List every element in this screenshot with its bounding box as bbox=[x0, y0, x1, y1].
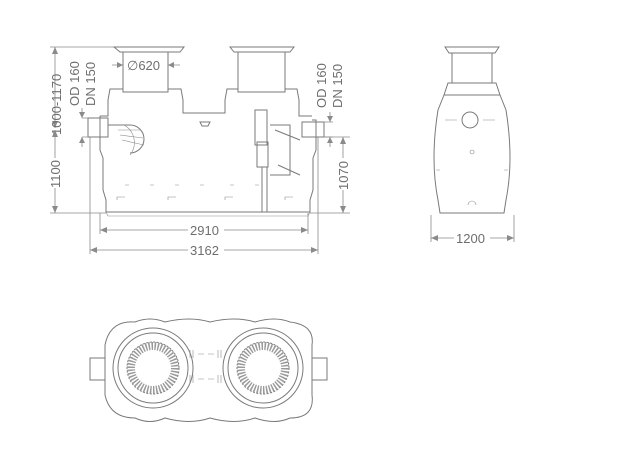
side-view: 1200 bbox=[430, 46, 515, 246]
label-inlet-dn: DN 150 bbox=[83, 62, 98, 106]
dim-cover-diameter: ∅620 bbox=[112, 58, 180, 73]
label-height-inlet: 1100 bbox=[48, 160, 63, 188]
tank-body bbox=[99, 116, 317, 213]
label-length-body: 2910 bbox=[190, 223, 219, 238]
front-view: 1000-1170 OD 160 DN 150 ∅620 OD 160 DN 1… bbox=[48, 46, 351, 258]
label-cover-diameter: ∅620 bbox=[127, 58, 160, 73]
dim-side-width: 1200 bbox=[430, 215, 515, 246]
manhole-cover-right bbox=[222, 327, 304, 409]
dim-inlet-pipe: OD 160 DN 150 bbox=[67, 61, 98, 147]
top-view bbox=[89, 318, 328, 422]
label-height-outlet: 1070 bbox=[336, 161, 351, 190]
manhole-right bbox=[195, 46, 312, 117]
manhole-cover-left bbox=[112, 327, 194, 409]
label-side-width: 1200 bbox=[456, 231, 485, 246]
dim-length-body: 2910 bbox=[99, 213, 309, 238]
dim-height-outlet: 1070 bbox=[310, 136, 351, 214]
label-outlet-od: OD 160 bbox=[314, 63, 329, 108]
inlet-pipe bbox=[87, 117, 109, 138]
dim-length-total: 3162 bbox=[89, 137, 319, 258]
label-inlet-od: OD 160 bbox=[67, 61, 82, 106]
manhole-left bbox=[100, 46, 195, 117]
outlet-pipe bbox=[301, 121, 325, 138]
label-outlet-dn: DN 150 bbox=[330, 64, 345, 108]
dim-height-inlet: 1100 bbox=[48, 130, 106, 214]
dim-height-upper: 1000-1170 bbox=[49, 46, 114, 135]
label-height-upper: 1000-1170 bbox=[49, 74, 64, 135]
label-length-total: 3162 bbox=[190, 243, 219, 258]
dim-outlet-pipe: OD 160 DN 150 bbox=[314, 63, 345, 147]
